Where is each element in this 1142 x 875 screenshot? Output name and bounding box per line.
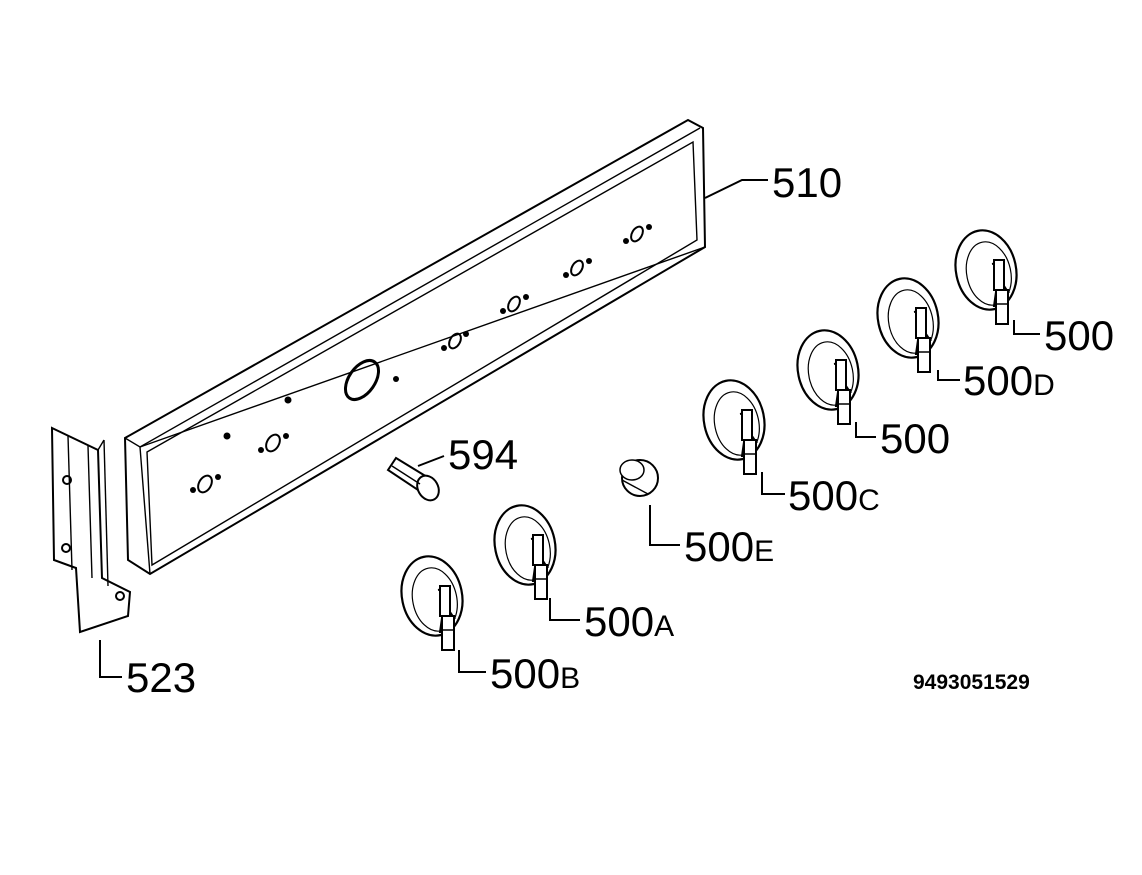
- leader-500c: [761, 472, 785, 495]
- leader-500d: [937, 370, 960, 381]
- callout-500c: 500C: [788, 472, 880, 519]
- callout-523: 523: [126, 654, 196, 701]
- callout-500d: 500D: [963, 357, 1055, 404]
- knob-500d: [869, 271, 947, 374]
- leader-510: [704, 179, 768, 199]
- callout-500a: 500A: [584, 598, 674, 645]
- callout-500-plain-1: 500: [880, 415, 950, 462]
- switch-594: [386, 456, 440, 502]
- callout-594: 594: [448, 431, 518, 478]
- knob-500b: [393, 549, 471, 652]
- leader-500b: [458, 650, 486, 673]
- callout-510: 510: [772, 159, 842, 206]
- knob-500e: [619, 459, 659, 497]
- callout-500e: 500E: [684, 523, 774, 570]
- knob-500c: [695, 373, 773, 476]
- leader-500-plain-1: [855, 422, 876, 438]
- control-panel-510: [123, 118, 707, 576]
- side-bracket-523: [50, 426, 132, 634]
- panel-knob-holes: [190, 224, 652, 494]
- leader-500-plain-2: [1013, 320, 1040, 335]
- knob-500a: [486, 498, 564, 601]
- callout-500-plain-2: 500: [1044, 312, 1114, 359]
- leader-500a: [549, 598, 580, 621]
- drawing-number: 9493051529: [913, 671, 1030, 694]
- knob-500-plain-1: [789, 323, 867, 426]
- callout-500b: 500B: [490, 650, 580, 697]
- leader-500e: [649, 505, 680, 546]
- leader-594: [417, 455, 445, 467]
- knob-500-plain-2: [947, 223, 1025, 326]
- leader-523: [99, 640, 122, 678]
